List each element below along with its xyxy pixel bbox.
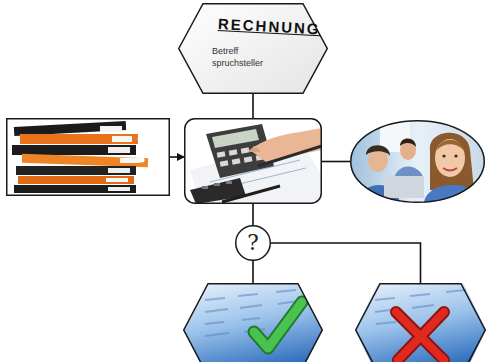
connector-line [252, 94, 254, 118]
node-texts [355, 283, 486, 362]
node-texts [350, 120, 485, 203]
node-border [236, 226, 271, 261]
node-border [184, 284, 323, 362]
decision-circle: ? [235, 225, 271, 261]
approved-sheet [183, 283, 323, 362]
rejected-sheet [355, 283, 486, 362]
node-title: RECHNUNG [218, 15, 321, 37]
node-border [179, 4, 328, 94]
connector-line [271, 243, 421, 283]
node-outline [355, 283, 486, 362]
invoice-paper [178, 3, 328, 94]
node-border [351, 121, 485, 203]
node-text: Betreff [212, 46, 238, 56]
folders-box [6, 118, 170, 196]
node-border [185, 119, 322, 204]
folder-stack [6, 118, 170, 196]
people-ellipse [350, 120, 485, 203]
calculator-scene [184, 118, 322, 204]
node-texts [183, 283, 323, 362]
connector-line [252, 261, 254, 283]
node-outline [184, 118, 322, 204]
office-people [350, 120, 485, 203]
invoice-hexagon: RECHNUNG Betreff spruchsteller [178, 3, 328, 94]
connector-line [252, 204, 254, 225]
node-texts [184, 118, 322, 204]
connector-line [322, 161, 350, 163]
rejected-hexagon [355, 283, 486, 362]
calculator-box [184, 118, 322, 204]
approved-hexagon [183, 283, 323, 362]
node-title: ? [247, 225, 259, 261]
connector-arrow [170, 156, 184, 158]
node-border [7, 119, 170, 196]
node-outline [183, 283, 323, 362]
node-texts [6, 118, 170, 196]
node-outline [350, 120, 485, 203]
node-text: spruchsteller [212, 58, 263, 68]
node-texts: RECHNUNG Betreff spruchsteller [178, 3, 328, 94]
node-border [356, 284, 486, 362]
node-outline [6, 118, 170, 196]
node-texts: ? [235, 225, 271, 261]
